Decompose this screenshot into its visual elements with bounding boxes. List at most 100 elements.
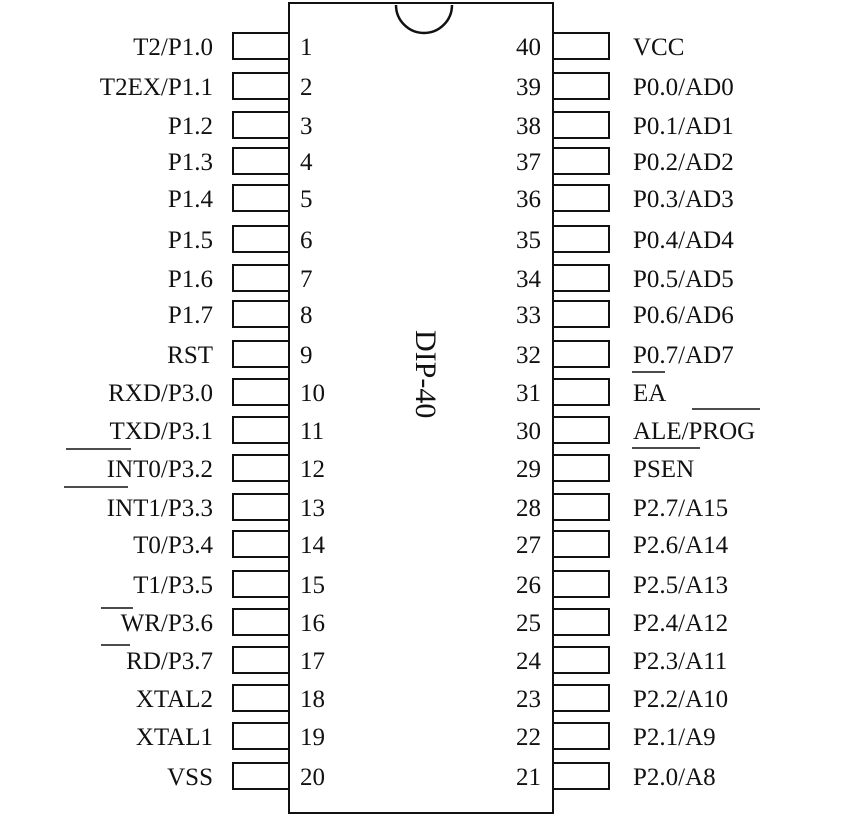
pin-label: P2.7/A15 <box>633 495 728 522</box>
pin-36 <box>552 184 610 212</box>
pin-12 <box>232 454 290 482</box>
pin-16 <box>232 608 290 636</box>
pin-11 <box>232 416 290 444</box>
pin-label: P2.6/A14 <box>633 532 729 559</box>
pin-label: WR/P3.6 <box>121 610 213 637</box>
pin-34 <box>552 264 610 292</box>
pin-number: 31 <box>516 380 541 407</box>
pin-number: 15 <box>300 572 325 599</box>
pin-label: P1.5 <box>168 227 213 254</box>
pin-13 <box>232 493 290 521</box>
pin-33 <box>552 300 610 328</box>
pin-number: 35 <box>516 227 541 254</box>
pin-number: 20 <box>300 764 325 791</box>
pin-2 <box>232 72 290 100</box>
pin-5 <box>232 184 290 212</box>
pin-21 <box>552 762 610 790</box>
pin-9 <box>232 340 290 368</box>
pin-number: 7 <box>300 266 313 293</box>
pin-40 <box>552 32 610 60</box>
pin-38 <box>552 111 610 139</box>
pin-30 <box>552 416 610 444</box>
pin-number: 36 <box>516 186 541 213</box>
pin-22 <box>552 722 610 750</box>
pin-number: 8 <box>300 302 313 329</box>
pin-37 <box>552 147 610 175</box>
pin-number: 23 <box>516 686 541 713</box>
pin-8 <box>232 300 290 328</box>
pin-label: T2EX/P1.1 <box>100 74 213 101</box>
pin-label: PSEN <box>633 456 694 483</box>
pin-number: 33 <box>516 302 541 329</box>
pin-23 <box>552 684 610 712</box>
pin-number: 34 <box>516 266 542 293</box>
pin-number: 39 <box>516 74 541 101</box>
chip-name: DIP-40 <box>409 330 442 418</box>
pin-label: P0.4/AD4 <box>633 227 734 254</box>
chip-body <box>288 2 554 814</box>
pin-label: P2.1/A9 <box>633 724 716 751</box>
pin-number: 9 <box>300 342 313 369</box>
pin-31 <box>552 378 610 406</box>
pin-label: VSS <box>167 764 213 791</box>
pin-7 <box>232 264 290 292</box>
pin-27 <box>552 530 610 558</box>
pin-label: VCC <box>633 34 684 61</box>
pin-15 <box>232 570 290 598</box>
pin-number: 32 <box>516 342 541 369</box>
pin-label: P0.6/AD6 <box>633 302 734 329</box>
pin-number: 29 <box>516 456 541 483</box>
pin-10 <box>232 378 290 406</box>
pin-label: INT0/P3.2 <box>107 456 213 483</box>
pin-label: P0.5/AD5 <box>633 266 734 293</box>
pin-number: 12 <box>300 456 325 483</box>
pin-number: 17 <box>300 648 325 675</box>
pin-label: T0/P3.4 <box>133 532 213 559</box>
pin-number: 19 <box>300 724 325 751</box>
pin-25 <box>552 608 610 636</box>
overlines <box>64 371 760 646</box>
pin-label: RD/P3.7 <box>126 648 213 675</box>
pin-number: 10 <box>300 380 325 407</box>
pin-label: P2.2/A10 <box>633 686 728 713</box>
pin-label: P2.5/A13 <box>633 572 728 599</box>
pin-number: 11 <box>300 418 324 445</box>
pin-label: P0.7/AD7 <box>633 342 734 369</box>
pin-6 <box>232 225 290 253</box>
pin-number: 24 <box>516 648 542 675</box>
pin-number: 22 <box>516 724 541 751</box>
pin-label: ALE/PROG <box>633 418 755 445</box>
pin-number: 13 <box>300 495 325 522</box>
pin-number: 30 <box>516 418 541 445</box>
pin-29 <box>552 454 610 482</box>
pin-4 <box>232 147 290 175</box>
pin-label: XTAL2 <box>136 686 213 713</box>
pin-label: RST <box>167 342 213 369</box>
pin-26 <box>552 570 610 598</box>
pin-label: P2.3/A11 <box>633 648 727 675</box>
pin-20 <box>232 762 290 790</box>
pin-label: P2.0/A8 <box>633 764 716 791</box>
pin-number: 1 <box>300 34 313 61</box>
pin-label: P0.3/AD3 <box>633 186 734 213</box>
pin-number: 38 <box>516 113 541 140</box>
pin1-notch <box>394 4 454 35</box>
pin-label: RXD/P3.0 <box>108 380 213 407</box>
pin-number: 27 <box>516 532 541 559</box>
pin-39 <box>552 72 610 100</box>
pin-label: P0.1/AD1 <box>633 113 734 140</box>
pin-label: P1.4 <box>168 186 214 213</box>
pin-3 <box>232 111 290 139</box>
pin-label: P1.7 <box>168 302 213 329</box>
pin-17 <box>232 646 290 674</box>
pin-number: 25 <box>516 610 541 637</box>
pin-label: T1/P3.5 <box>133 572 213 599</box>
pin-number: 37 <box>516 149 541 176</box>
pin-number: 14 <box>300 532 326 559</box>
pin-number: 40 <box>516 34 541 61</box>
pin-28 <box>552 493 610 521</box>
pin-35 <box>552 225 610 253</box>
pin-label: P1.2 <box>168 113 213 140</box>
pin-18 <box>232 684 290 712</box>
